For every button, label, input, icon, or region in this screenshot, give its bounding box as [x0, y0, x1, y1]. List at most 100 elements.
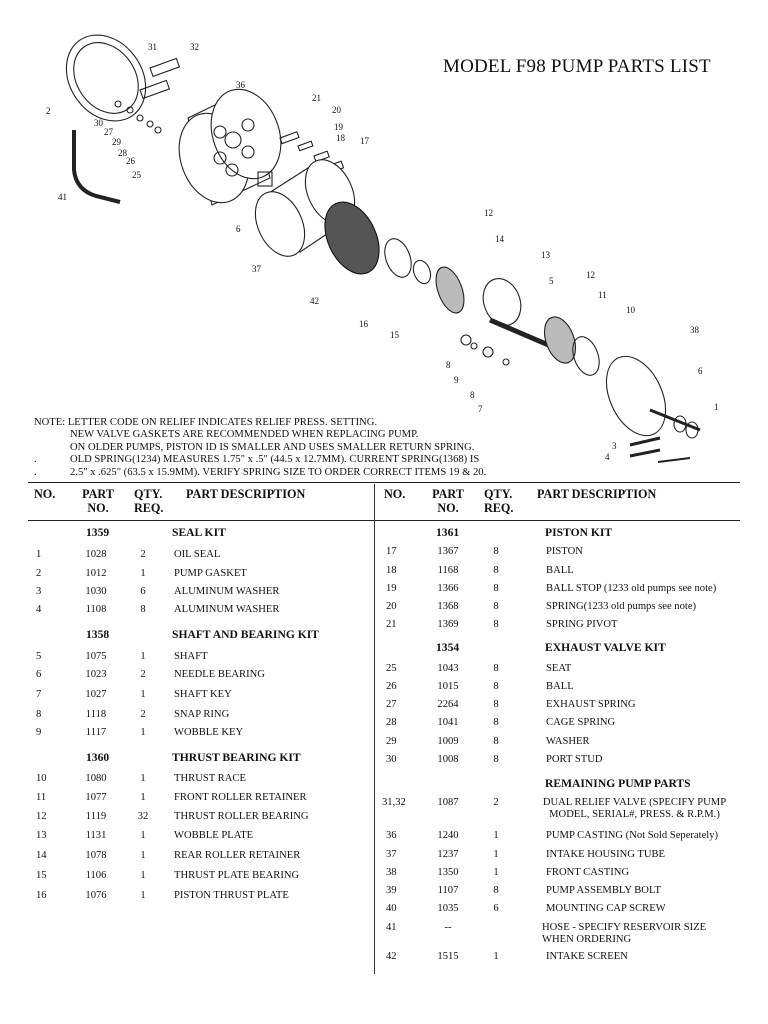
kit-name: EXHAUST VALVE KIT: [545, 641, 666, 654]
part-no: 1119: [85, 811, 107, 822]
qty-req: 8: [493, 601, 499, 612]
part-no: 1117: [85, 727, 107, 738]
callout-label: 1: [714, 402, 719, 412]
callout-label: 19: [334, 122, 344, 132]
part-no: 1075: [85, 651, 107, 662]
callout-label: 3: [612, 441, 617, 451]
note-line: NEW VALVE GASKETS ARE RECOMMENDED WHEN R…: [70, 429, 419, 441]
item-no: 38: [386, 867, 397, 878]
kit-name: SEAL KIT: [172, 526, 226, 539]
part-no: 1077: [85, 792, 107, 803]
item-no: 40: [386, 903, 397, 914]
part-description: THRUST ROLLER BEARING: [174, 811, 309, 822]
part-no: 1369: [437, 619, 459, 630]
qty-req: 1: [140, 651, 146, 662]
part-description: SPRING(1233 old pumps see note): [546, 601, 697, 612]
kit-number: 1354: [436, 641, 460, 654]
qty-req: 8: [493, 885, 499, 896]
item-no: 18: [386, 565, 397, 576]
part-description: FRONT CASTING: [546, 867, 630, 878]
callout-label: 32: [190, 42, 199, 52]
callout-label: 38: [690, 325, 700, 335]
part-no: 1023: [85, 669, 107, 680]
part-no: 1008: [437, 754, 459, 765]
callout-label: 7: [478, 404, 483, 414]
kit-name: THRUST BEARING KIT: [172, 751, 301, 764]
callout-label: 12: [586, 270, 595, 280]
callout-label: 8: [470, 390, 475, 400]
callout-label: 2: [46, 106, 51, 116]
item-no: 30: [386, 754, 397, 765]
part-description: INTAKE SCREEN: [546, 951, 628, 962]
part-no: 1035: [437, 903, 459, 914]
callout-label: 30: [94, 118, 104, 128]
notes: NOTE: LETTER CODE ON RELIEF INDICATES RE…: [34, 417, 486, 479]
item-no: 14: [36, 850, 47, 861]
callout-label: 42: [310, 296, 319, 306]
kit-name: REMAINING PUMP PARTS: [545, 777, 691, 790]
part-description: PORT STUD: [546, 754, 603, 765]
header-rule: [28, 520, 740, 521]
item-no: 21: [386, 619, 397, 630]
header-qty: QTY.REQ.: [134, 487, 164, 515]
qty-req: 8: [493, 717, 499, 728]
part-no: 1131: [85, 830, 107, 841]
part-description: PISTON THRUST PLATE: [174, 890, 289, 901]
callout-label: 36: [236, 80, 246, 90]
item-no: 29: [386, 736, 397, 747]
part-no: 1030: [85, 586, 107, 597]
part-no: 1015: [437, 681, 459, 692]
part-description: BALL: [546, 681, 574, 692]
part-no: 1237: [437, 849, 459, 860]
item-no: 3: [36, 586, 42, 597]
note-line: ON OLDER PUMPS, PISTON ID IS SMALLER AND…: [70, 441, 475, 453]
kit-number: 1361: [436, 526, 460, 539]
qty-req: 8: [493, 619, 499, 630]
note-dot: .: [34, 454, 37, 466]
callout-label: 5: [549, 276, 554, 286]
intake-screen: [324, 201, 380, 275]
part-no: 1043: [437, 663, 459, 674]
qty-req: 1: [493, 830, 499, 841]
item-no: 41: [386, 922, 397, 933]
item-no: 16: [36, 890, 47, 901]
part-no: 1076: [85, 890, 107, 901]
part-description: SHAFT KEY: [174, 689, 232, 700]
qty-req: 8: [493, 663, 499, 674]
part-no: 1027: [85, 689, 107, 700]
callout-label: 21: [312, 93, 321, 103]
item-no: 6: [36, 669, 42, 680]
part-no: 1107: [437, 885, 459, 896]
callout-label: 15: [390, 330, 400, 340]
callout-label: 8: [446, 360, 451, 370]
part-description: THRUST RACE: [174, 773, 246, 784]
part-no: 1515: [437, 951, 459, 962]
part-description: PUMP CASTING (Not Sold Seperately): [546, 830, 719, 841]
qty-req: 2: [140, 549, 146, 560]
part-description: FRONT ROLLER RETAINER: [174, 792, 307, 803]
part-description: SPRING PIVOT: [546, 619, 618, 630]
kit-number: 1360: [86, 751, 110, 764]
callout-label: 13: [541, 250, 551, 260]
part-description: THRUST PLATE BEARING: [174, 870, 300, 881]
qty-req: 6: [493, 903, 499, 914]
callout-label: 9: [454, 375, 459, 385]
part-no: 1368: [437, 601, 459, 612]
item-no: 42: [386, 951, 397, 962]
header-desc: PART DESCRIPTION: [537, 487, 657, 501]
item-no: 27: [386, 699, 397, 710]
part-description: WOBBLE PLATE: [174, 830, 254, 841]
qty-req: 32: [137, 811, 149, 822]
part-no: 1041: [437, 717, 459, 728]
note-line: NOTE: LETTER CODE ON RELIEF INDICATES RE…: [34, 417, 378, 428]
callout-label: 25: [132, 170, 142, 180]
qty-req: 1: [140, 727, 146, 738]
item-no: 11: [36, 792, 47, 803]
item-no: 28: [386, 717, 397, 728]
page-title: MODEL F98 PUMP PARTS LIST: [443, 56, 711, 77]
part-description: BALL: [546, 565, 574, 576]
item-no: 8: [36, 709, 42, 720]
qty-req: 8: [493, 546, 499, 557]
qty-req: 8: [140, 604, 146, 615]
part-description: ALUMINUM WASHER: [174, 586, 280, 597]
